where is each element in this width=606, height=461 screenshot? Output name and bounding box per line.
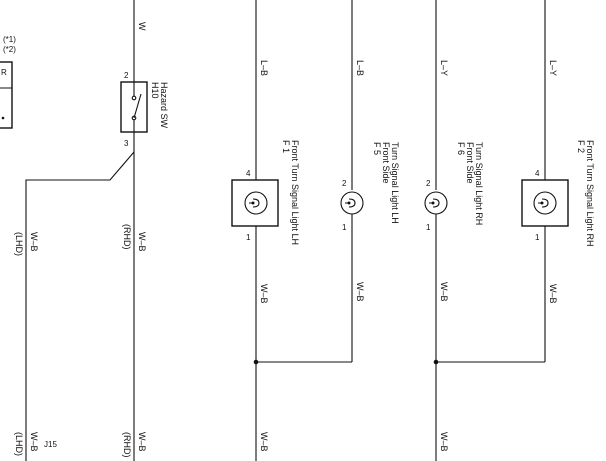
lhd-wire: W–B	[29, 232, 39, 252]
rhd-label: (RHD)	[122, 224, 132, 250]
hazard-code: H10	[150, 82, 160, 99]
f2-wire-top: L–Y	[548, 60, 558, 76]
note-2: (*2)	[3, 45, 16, 54]
f6-pin-bottom: 1	[426, 223, 431, 232]
lamp-f1: L–B 4 1 W–B F 1 Front Turn Signal Light …	[231, 0, 300, 461]
left-wire-labels: (LHD) W–B (RHD) W–B (LHD) W–B J15 (RHD) …	[14, 224, 147, 458]
lh-junction-dot	[253, 359, 259, 365]
note-1: (*1)	[3, 35, 16, 44]
f1-wire-bottom: W–B	[259, 284, 269, 304]
hazard-switch: W 2 H10 Hazard SW 3	[25, 0, 169, 461]
f6-name-1: Front Side	[465, 142, 475, 184]
f5-name-2: Turn Signal Light LH	[390, 142, 400, 224]
lamp-f5: L–B 2 1 W–B F 5 Front Side Turn Signal L…	[340, 0, 400, 362]
f1-wire-top: L–B	[259, 60, 269, 76]
f6-name-2: Turn Signal Light RH	[474, 142, 484, 225]
rh-ground-wire: W–B	[439, 432, 449, 452]
rhd-wire-bottom: W–B	[137, 432, 147, 452]
junction-j15: J15	[44, 440, 57, 449]
left-r-label: R	[1, 68, 7, 77]
f5-wire-bottom: W–B	[355, 282, 365, 302]
rh-junction-dot	[433, 359, 439, 365]
hazard-name: Hazard SW	[159, 82, 169, 129]
f6-pin-top: 2	[426, 179, 431, 188]
f2-pin-bottom: 1	[535, 233, 540, 242]
f5-name-1: Front Side	[381, 142, 391, 184]
lhd-label: (LHD)	[14, 232, 24, 256]
f5-wire-top: L–B	[355, 60, 365, 76]
hazard-lhd-branch	[25, 151, 135, 461]
f2-wire-bottom: W–B	[548, 284, 558, 304]
f2-name: Front Turn Signal Light RH	[585, 140, 595, 247]
f5-pin-bottom: 1	[342, 223, 347, 232]
ground-junctions: W–B W–B	[253, 359, 545, 452]
rhd-wire: W–B	[137, 232, 147, 252]
f6-lamp-icon	[424, 191, 448, 215]
hazard-pin-top: 2	[124, 71, 129, 80]
lh-ground-wire: W–B	[259, 432, 269, 452]
f1-pin-top: 4	[246, 169, 251, 178]
f1-pin-bottom: 1	[246, 233, 251, 242]
f6-wire-bottom: W–B	[439, 282, 449, 302]
rhd-label-bottom: (RHD)	[122, 432, 132, 458]
f6-wire-top: L–Y	[439, 60, 449, 76]
f1-lamp-box	[231, 179, 279, 227]
f5-lamp-icon	[340, 191, 364, 215]
f2-lamp-box	[521, 179, 569, 227]
f1-name: Front Turn Signal Light LH	[290, 140, 300, 245]
f6-code: F 6	[456, 142, 466, 155]
f5-code: F 5	[372, 142, 382, 155]
f1-code: F 1	[281, 140, 291, 153]
f2-code: F 2	[576, 140, 586, 153]
f2-pin-top: 4	[535, 169, 540, 178]
f5-pin-top: 2	[342, 179, 347, 188]
hazard-pin-bottom: 3	[124, 139, 129, 148]
lhd-wire-bottom: W–B	[29, 432, 39, 452]
f1-lamp-icon	[244, 191, 268, 215]
lamp-f6: L–Y 2 1 W–B F 6 Front Side Turn Signal L…	[424, 0, 484, 461]
lhd-label-bottom: (LHD)	[14, 432, 24, 456]
lamp-f2: L–Y 4 1 W–B F 2 Front Turn Signal Light …	[521, 0, 595, 362]
hazard-feed-wire-label: W	[137, 22, 147, 31]
left-partial-component: R (*1) (*2)	[0, 35, 16, 129]
f2-lamp-icon	[533, 191, 557, 215]
